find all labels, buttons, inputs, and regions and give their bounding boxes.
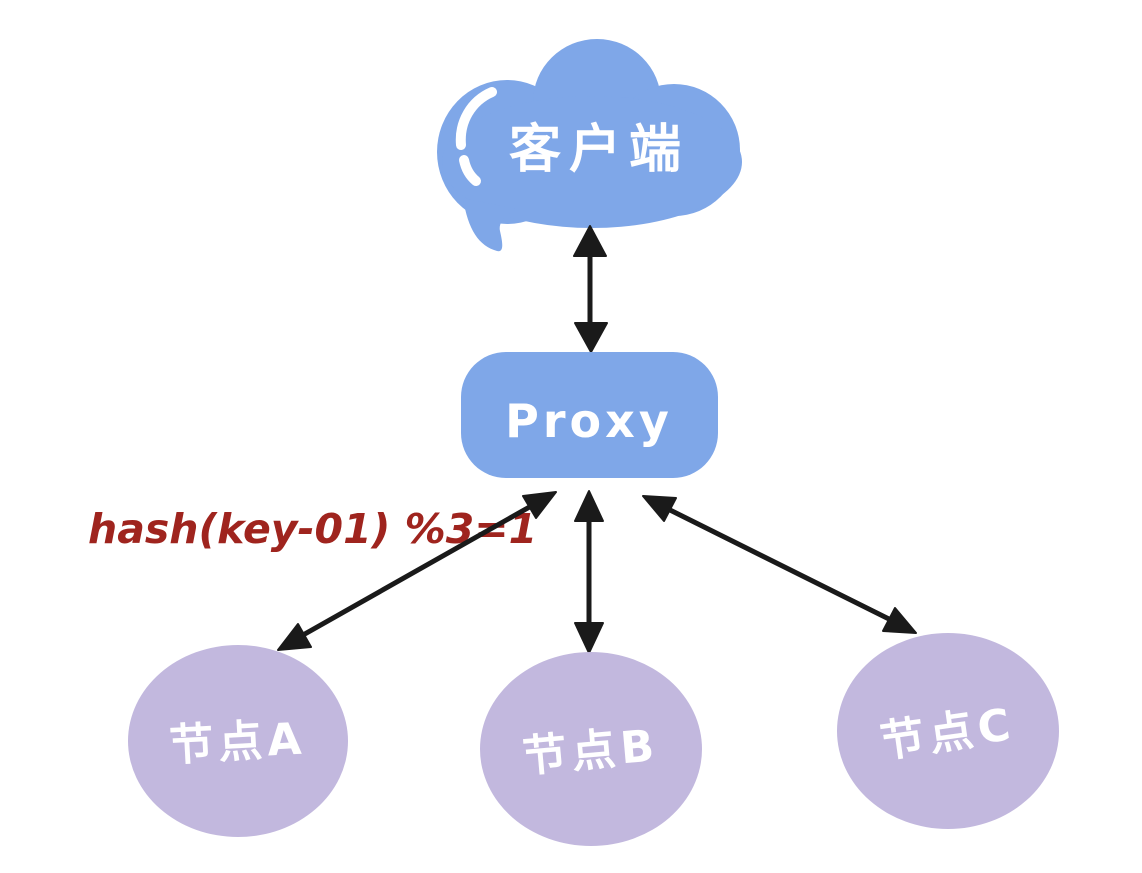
cloud-highlight-arc <box>455 87 497 150</box>
arrow-proxy-node-a <box>277 491 557 651</box>
arrow-proxy-node-b-head-down <box>574 622 604 654</box>
arrow-client-proxy <box>573 225 608 353</box>
node-c-circle <box>837 633 1059 829</box>
hash-annotation: hash(key-01) %3=1 <box>88 505 537 553</box>
cloud-highlight-dash <box>459 155 481 186</box>
proxy-box <box>461 352 718 478</box>
arrow-proxy-node-b-head-up <box>574 490 604 522</box>
node-b: 节点B <box>480 652 702 846</box>
client-label: 客户端 <box>509 120 689 180</box>
node-b-circle <box>480 652 702 846</box>
arrow-proxy-node-c-shaft <box>663 505 894 623</box>
node-a-label: 节点A <box>168 713 308 771</box>
arrow-proxy-node-c-head-up <box>642 495 677 522</box>
node-a-circle <box>128 645 348 837</box>
arrow-client-proxy-head-up <box>573 225 607 257</box>
node-c: 节点C <box>837 633 1059 829</box>
proxy-label: Proxy <box>505 394 673 448</box>
client-cloud-shape <box>437 39 742 252</box>
arrow-proxy-node-c-head-down <box>882 607 917 634</box>
arrow-proxy-node-a-head-up <box>522 491 557 519</box>
arrow-proxy-node-a-head-down <box>277 623 312 651</box>
node-a: 节点A <box>128 645 348 837</box>
node-b-label: 节点B <box>521 720 661 783</box>
cloud-tail <box>463 198 517 252</box>
arrow-proxy-node-b <box>574 490 604 654</box>
arrow-client-proxy-head-down <box>574 322 608 353</box>
cloud-body <box>442 96 742 228</box>
arrow-proxy-node-a-shaft <box>300 502 536 638</box>
arrow-proxy-node-c <box>642 495 917 634</box>
